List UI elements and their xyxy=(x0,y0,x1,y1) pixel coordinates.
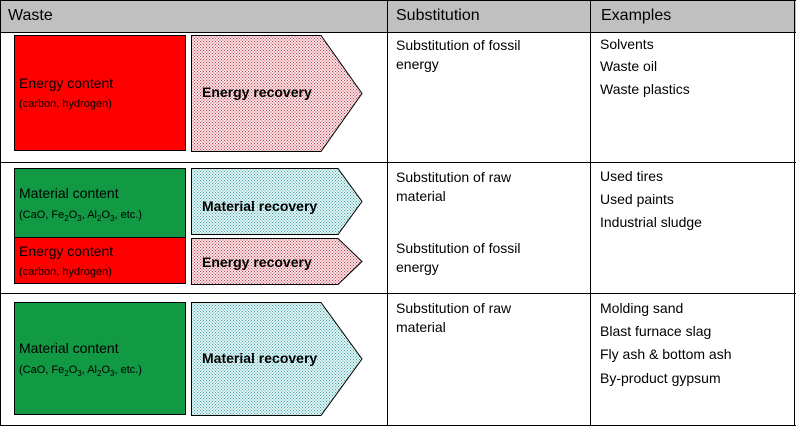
energy-recovery-arrow xyxy=(191,238,363,285)
header-waste: Waste xyxy=(8,7,53,24)
grid-line xyxy=(0,0,1,426)
energy-recovery-label: Energy recovery xyxy=(202,84,312,100)
grid-line xyxy=(794,0,795,426)
material-recovery-label: Material recovery xyxy=(202,350,318,366)
header-substitution: Substitution xyxy=(396,7,480,24)
example-item: By-product gypsum xyxy=(600,370,721,386)
grid-line xyxy=(387,0,388,426)
energy-content-box: Energy content (carbon, hydrogen) xyxy=(14,237,186,284)
grid-line xyxy=(0,0,796,1)
material-recovery-arrow xyxy=(191,168,363,235)
material-content-sub: (CaO, Fe2O3, Al2O3, etc.) xyxy=(19,209,142,224)
substitution-line: Substitution of fossil xyxy=(396,240,521,256)
material-content-sub: (CaO, Fe2O3, Al2O3, etc.) xyxy=(19,364,142,379)
material-recovery-arrow xyxy=(191,302,363,416)
example-item: Used paints xyxy=(600,191,674,207)
example-item: Industrial sludge xyxy=(600,214,702,230)
example-item: Solvents xyxy=(600,36,654,52)
header-examples: Examples xyxy=(601,7,672,24)
example-item: Used tires xyxy=(600,168,664,184)
substitution-line: energy xyxy=(396,56,439,72)
energy-recovery-label: Energy recovery xyxy=(202,254,312,270)
energy-content-sub: (carbon, hydrogen) xyxy=(19,98,112,110)
example-item: Waste oil xyxy=(600,58,658,74)
material-content-box: Material content (CaO, Fe2O3, Al2O3, etc… xyxy=(14,168,186,238)
grid-line xyxy=(0,32,796,33)
grid-line xyxy=(0,425,796,426)
material-content-title: Material content xyxy=(19,185,119,201)
substitution-line: energy xyxy=(396,259,439,275)
example-item: Molding sand xyxy=(600,300,684,316)
energy-content-box: Energy content (carbon, hydrogen) xyxy=(14,35,186,151)
energy-content-sub: (carbon, hydrogen) xyxy=(19,266,112,278)
substitution-line: Substitution of raw xyxy=(396,169,512,185)
substitution-line: material xyxy=(396,188,446,204)
material-content-box: Material content (CaO, Fe2O3, Al2O3, etc… xyxy=(14,302,186,415)
example-item: Fly ash & bottom ash xyxy=(600,346,732,362)
material-recovery-label: Material recovery xyxy=(202,198,318,214)
grid-line xyxy=(590,0,591,426)
grid-line xyxy=(0,293,796,294)
material-content-title: Material content xyxy=(19,340,119,356)
energy-recovery-arrow xyxy=(191,35,363,152)
substitution-line: Substitution of raw xyxy=(396,300,512,316)
grid-line xyxy=(0,162,796,163)
example-item: Waste plastics xyxy=(600,81,690,97)
energy-content-title: Energy content xyxy=(19,243,114,259)
substitution-line: material xyxy=(396,319,446,335)
example-item: Blast furnace slag xyxy=(600,323,712,339)
substitution-line: Substitution of fossil xyxy=(396,37,521,53)
header-row xyxy=(0,0,796,32)
energy-content-title: Energy content xyxy=(19,75,114,91)
